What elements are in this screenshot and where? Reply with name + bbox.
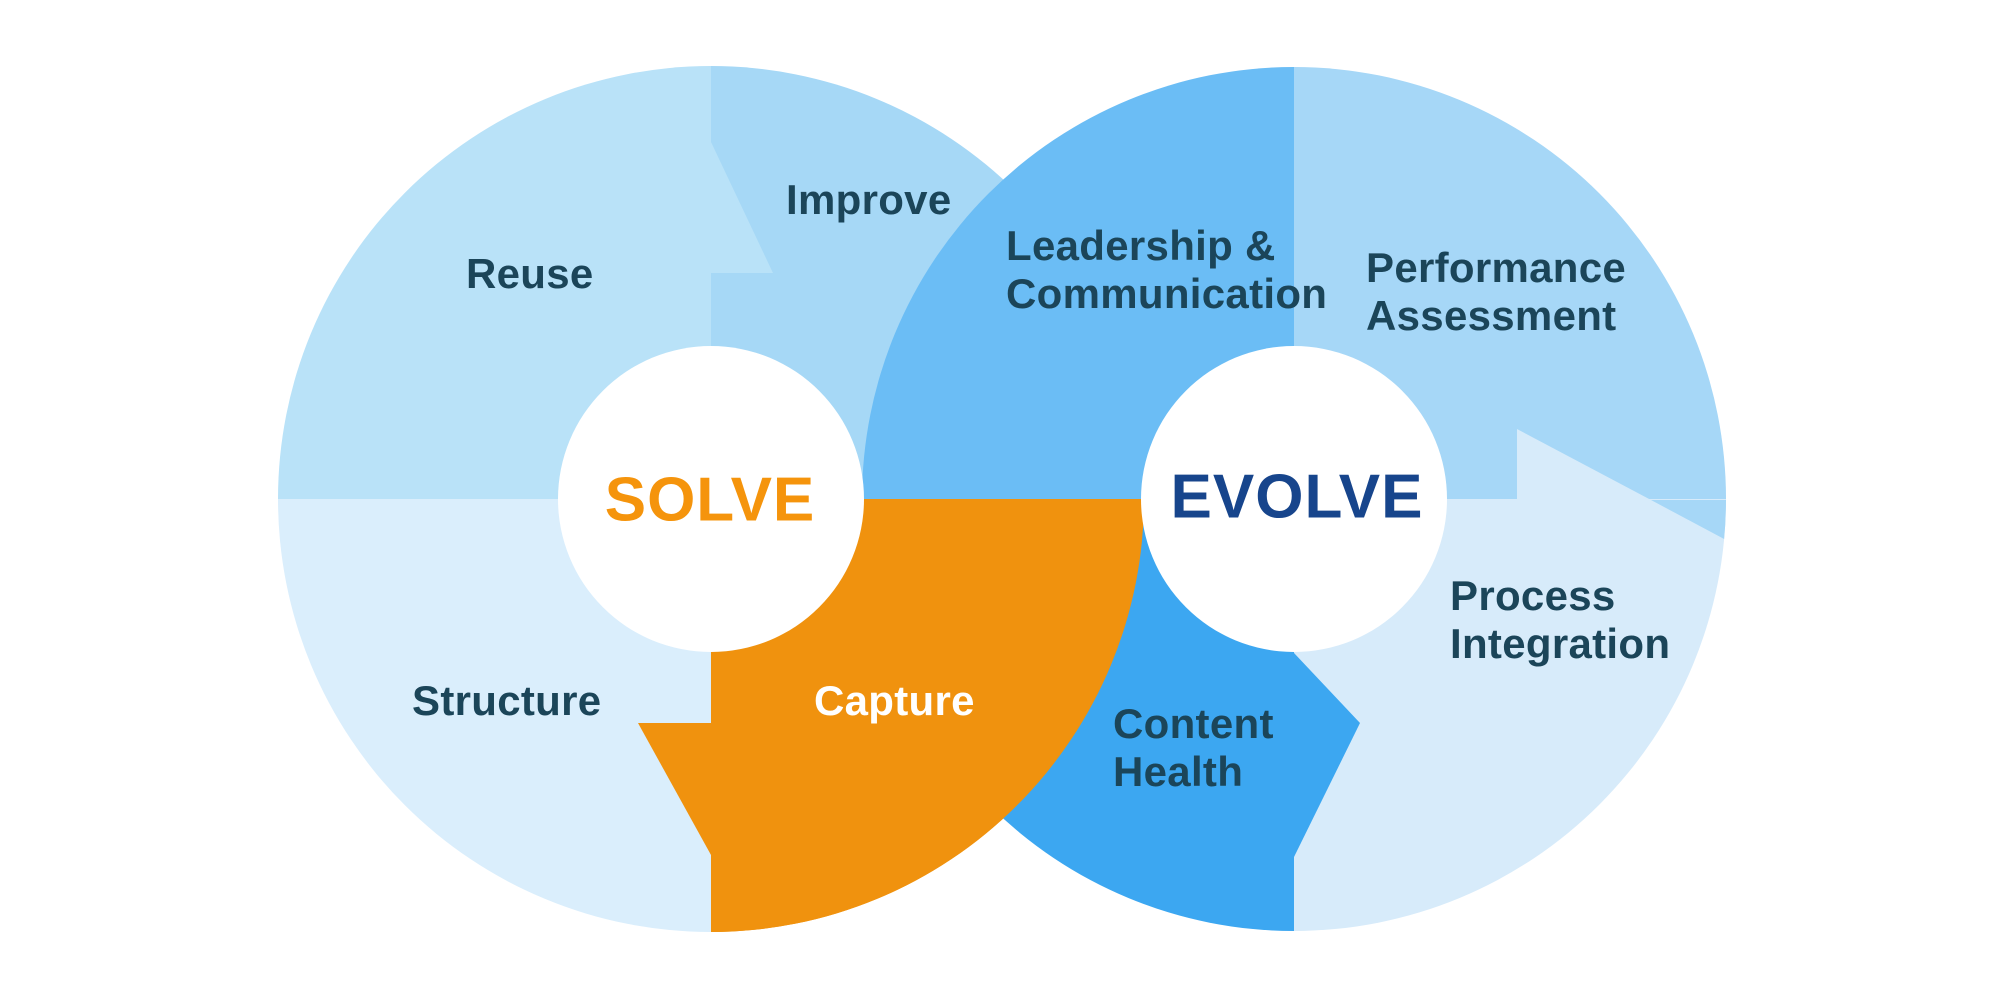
solve-center-label: SOLVE <box>604 465 816 535</box>
label-line: Communication <box>1006 270 1328 317</box>
segment-label-capture: Capture <box>814 677 975 724</box>
label-line: Integration <box>1450 620 1671 667</box>
evolve-center-label: EVOLVE <box>1170 462 1424 532</box>
segment-label-improve: Improve <box>786 176 952 223</box>
label-line: Assessment <box>1366 292 1617 339</box>
segment-label-performance-assessment: Performance Assessment <box>1366 244 1626 340</box>
label-line: Health <box>1113 748 1244 795</box>
segment-label-process-integration: Process Integration <box>1450 572 1670 668</box>
arrow-content-health-icon <box>1294 653 1360 857</box>
arrow-pa-to-pi-notch-icon <box>1517 429 1651 500</box>
segment-label-structure: Structure <box>412 677 602 724</box>
label-line: Performance <box>1366 244 1627 291</box>
label-line: Leadership & <box>1006 222 1276 269</box>
arrow-reuse-to-improve-icon <box>711 142 773 273</box>
segment-label-reuse: Reuse <box>466 250 594 297</box>
segment-label-content-health: Content Health <box>1113 700 1274 796</box>
arrow-pa-to-pi-tip-icon <box>1651 500 1726 547</box>
evolve-hub-circle <box>1141 346 1447 652</box>
label-line: Content <box>1113 700 1274 747</box>
solve-hub-circle <box>558 346 864 652</box>
arrow-capture-to-structure-icon <box>638 723 711 855</box>
segment-label-leadership-communication: Leadership & Communication <box>1006 222 1327 318</box>
label-line: Process <box>1450 572 1616 619</box>
